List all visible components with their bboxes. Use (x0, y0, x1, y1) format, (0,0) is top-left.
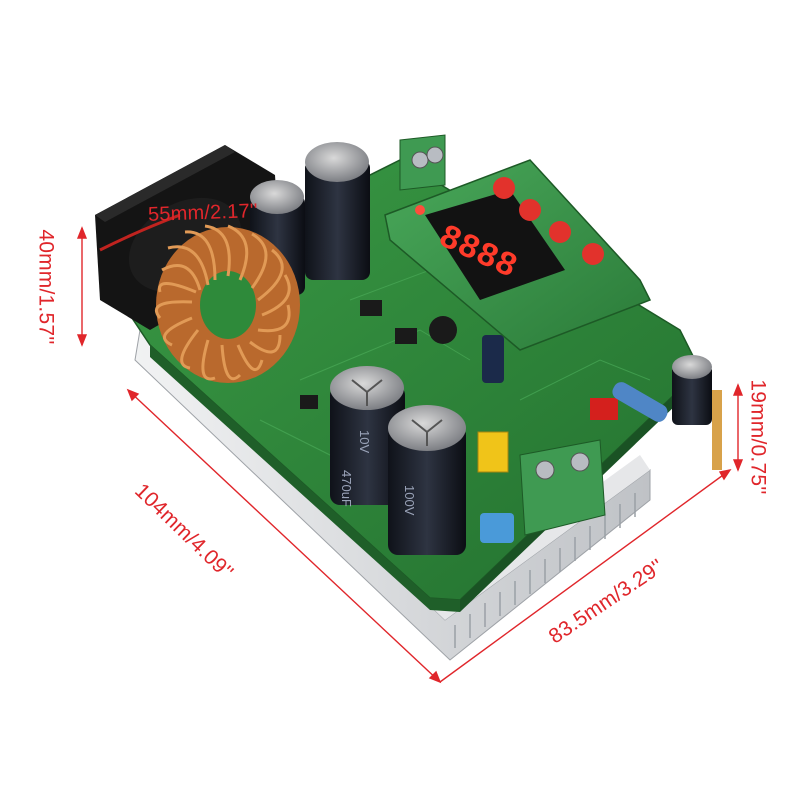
capacitor-front-left (330, 366, 405, 505)
post-height-dimension-label: 19mm/0.75'' (746, 379, 770, 495)
button-3[interactable] (549, 221, 571, 243)
button-2[interactable] (519, 199, 541, 221)
heat-sink-fins (454, 493, 636, 648)
input-terminal-block (399, 134, 446, 191)
capacitor-marking-value: 470uF (339, 470, 354, 507)
capacitor-marking-top: 10V (357, 430, 372, 453)
button-4[interactable] (582, 243, 604, 265)
display-board: 8888 (384, 159, 652, 351)
control-buttons (493, 177, 604, 265)
capacitor-markings: 470uF 10V 100V (339, 430, 417, 516)
capacitor-front-right (388, 405, 466, 555)
indicator-led (415, 205, 425, 215)
capacitor-small-right (672, 355, 712, 425)
button-1[interactable] (493, 177, 515, 199)
output-terminal-block (519, 439, 606, 536)
capacitor-marking-bottom: 100V (402, 485, 417, 516)
capacitor-rear-large (305, 142, 370, 280)
fan-size-dimension-label: 55mm/2.17'' (147, 200, 259, 226)
toroidal-inductor (154, 224, 300, 383)
height-dimension-label: 40mm/1.57'' (34, 229, 58, 345)
small-components (300, 300, 722, 543)
dimension-lines (76, 226, 744, 684)
